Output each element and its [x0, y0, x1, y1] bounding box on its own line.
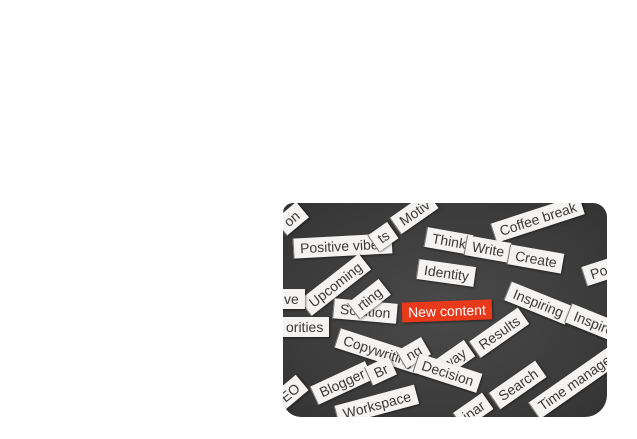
- word-inspire: Inspire: [564, 303, 607, 343]
- word-orities: orities: [283, 317, 330, 337]
- word-pos: Pos: [580, 255, 607, 287]
- word-create: Create: [506, 244, 565, 274]
- word-coffee-break: Coffee break: [490, 203, 585, 243]
- word-time-manage: Time manage: [528, 346, 607, 417]
- word-cutouts-photo: on Motiv Coffee break Positive vibes ts …: [283, 203, 607, 417]
- word-identity: Identity: [415, 259, 477, 287]
- word-on: on: [283, 203, 309, 236]
- word-new-content: New content: [401, 299, 493, 323]
- word-ve: ve: [283, 289, 305, 309]
- word-inar: inar: [452, 392, 494, 417]
- word-eo: EO: [283, 374, 309, 412]
